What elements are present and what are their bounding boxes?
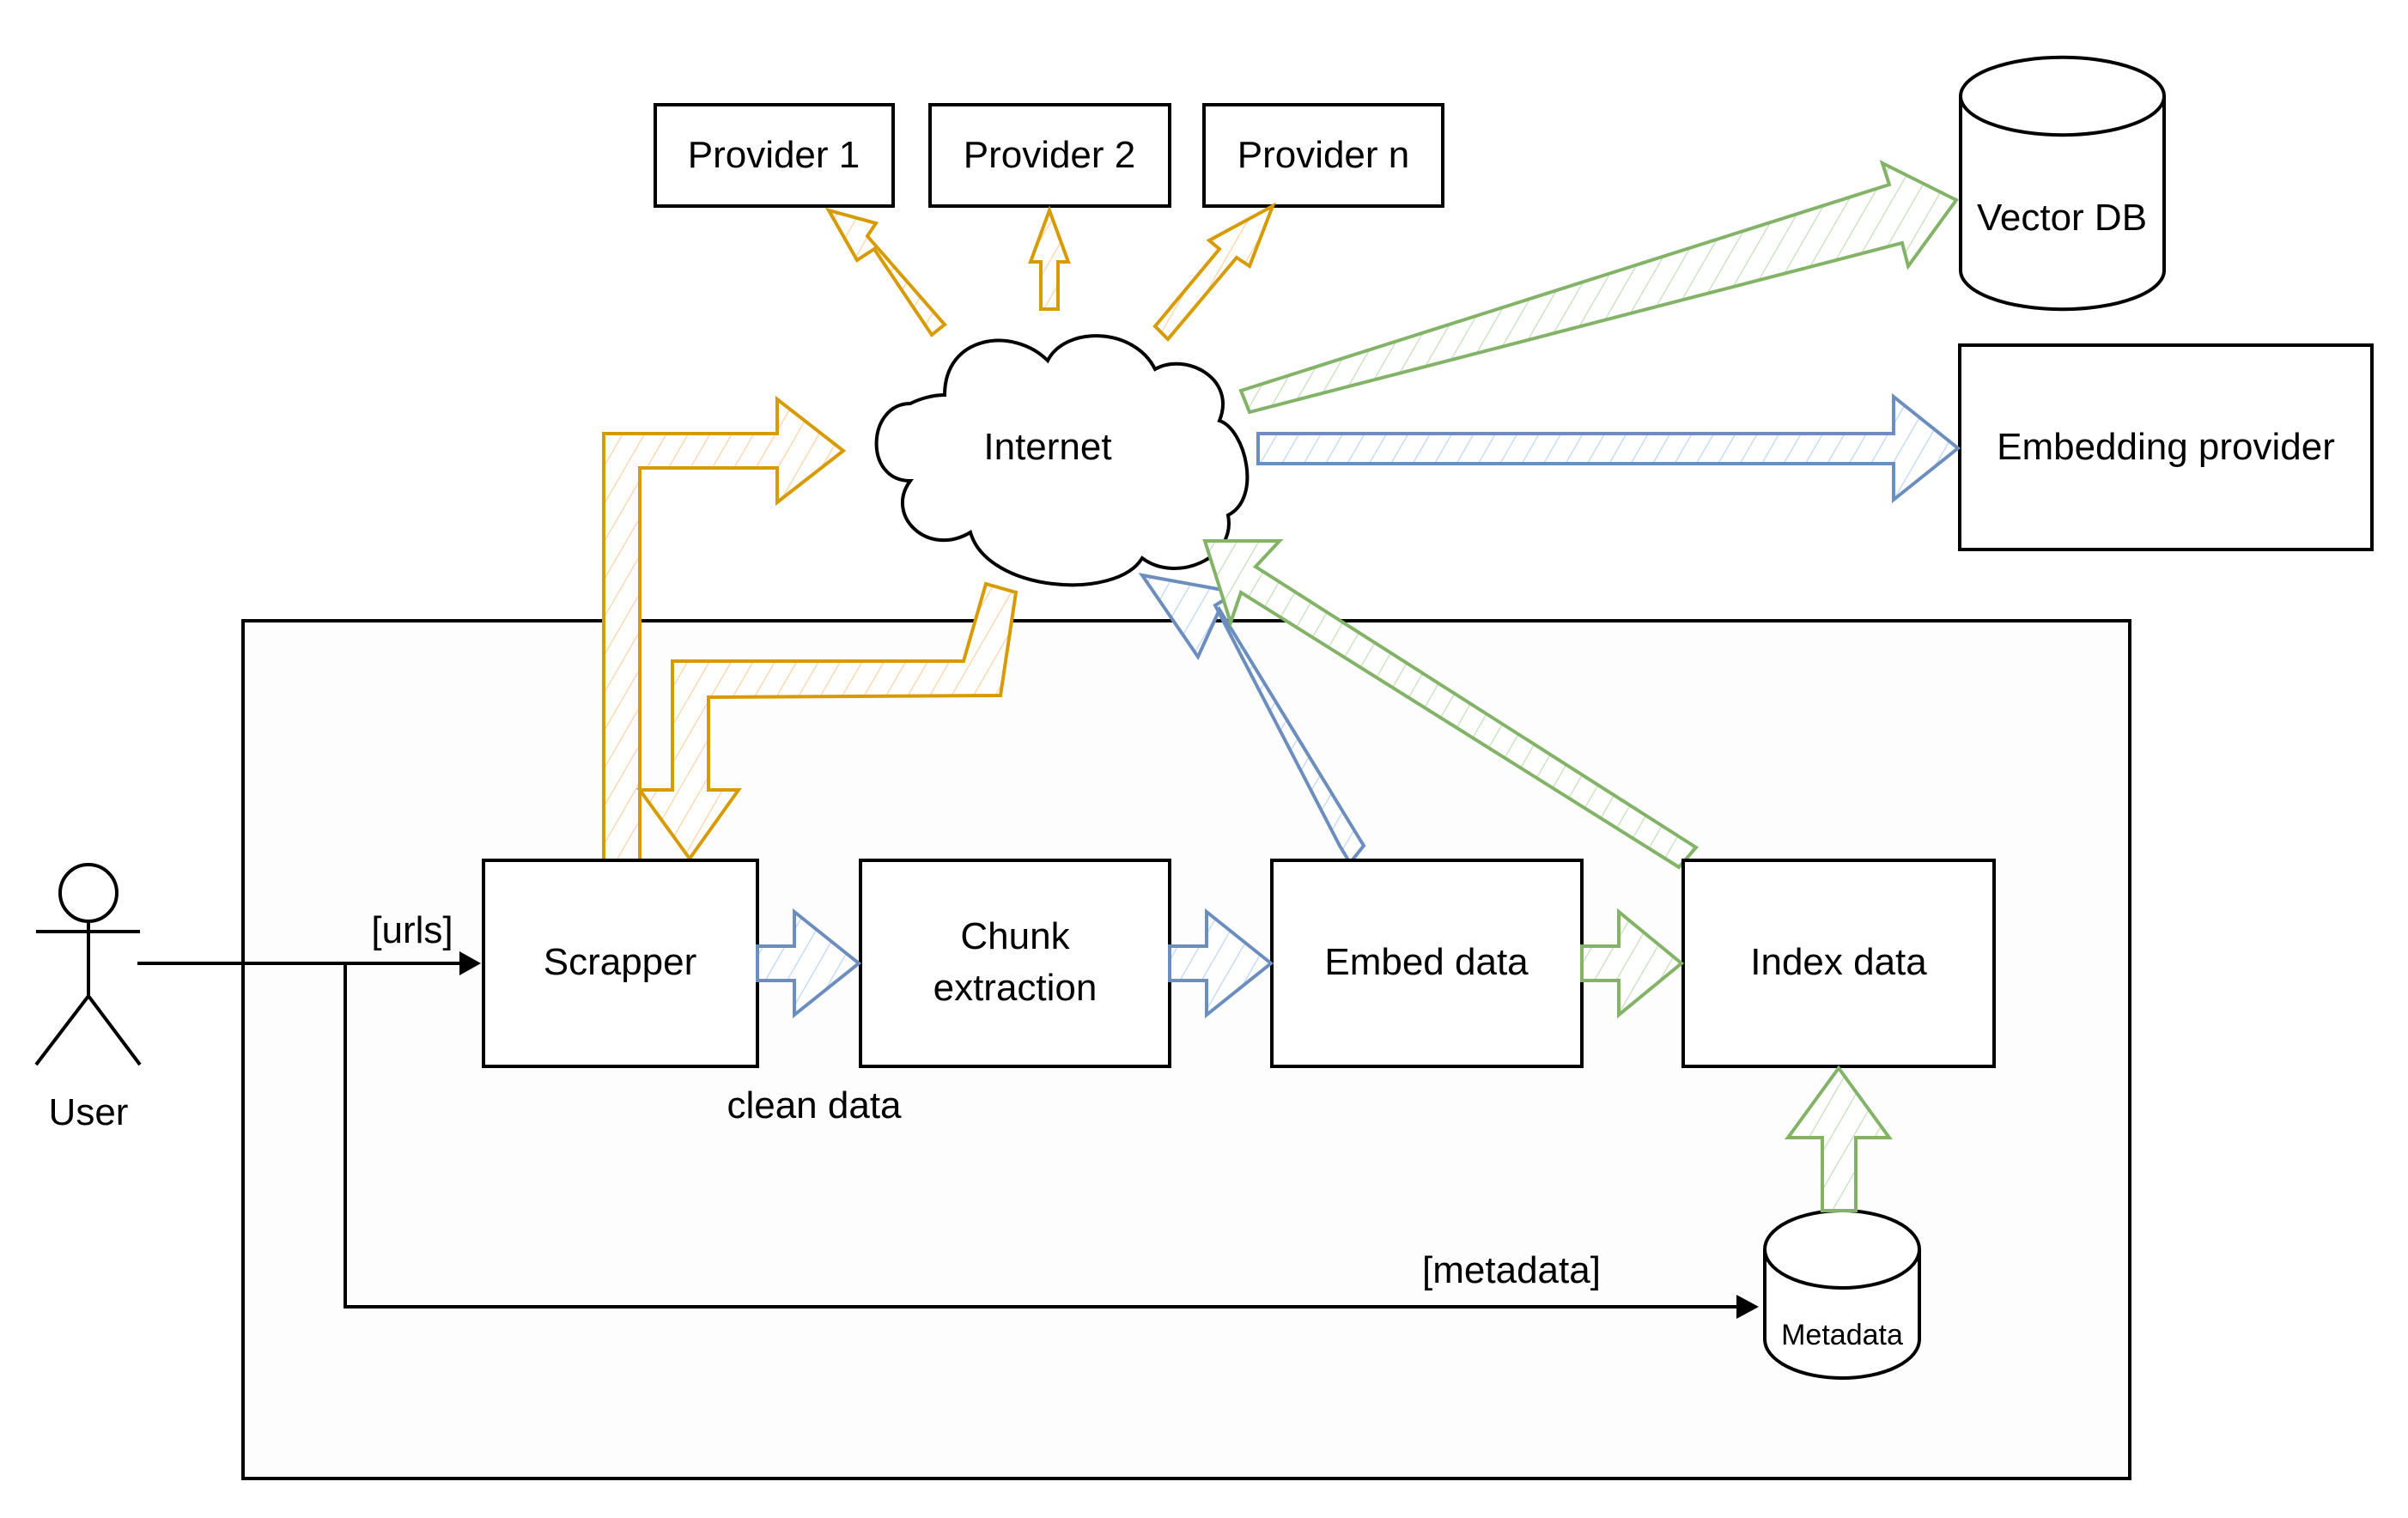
arrow-internet-to-provider-2 (1028, 205, 1071, 311)
arrow-internet-to-vector-db (1238, 160, 1960, 415)
arrow-scrapper-to-internet (602, 395, 847, 862)
internet-cloud-node[interactable]: Internet (874, 334, 1250, 587)
arrow-internet-to-provider-n (1152, 202, 1276, 342)
index-data-label: Index data (1750, 941, 1927, 983)
edge-user-to-metadata (344, 963, 1754, 1309)
index-data-node[interactable]: Index data (1681, 859, 1996, 1068)
edge-label-metadata: [metadata] (1422, 1249, 1601, 1291)
scrapper-node[interactable]: Scrapper (482, 859, 759, 1068)
arrow-internet-to-embedding-provider (1256, 392, 1961, 504)
chunk-extraction-node[interactable]: Chunk extraction (859, 859, 1171, 1068)
embed-data-node[interactable]: Embed data (1270, 859, 1584, 1068)
user-head-icon (58, 863, 119, 923)
embedding-provider-label: Embedding provider (1997, 426, 2335, 468)
internet-label: Internet (983, 426, 1111, 468)
scrapper-label: Scrapper (544, 941, 697, 983)
arrowhead-scrapper (459, 951, 481, 975)
edge-label-clean-data: clean data (727, 1084, 902, 1126)
embedding-provider-node[interactable]: Embedding provider (1958, 343, 2374, 551)
provider-1-label: Provider 1 (688, 134, 860, 176)
arrow-scrapper-to-chunk (756, 908, 862, 1019)
metadata-store-node[interactable]: Metadata (1763, 1209, 1921, 1380)
provider-n-node[interactable]: Provider n (1202, 103, 1444, 208)
metadata-store-label: Metadata (1781, 1319, 1903, 1351)
vector-db-node[interactable]: Vector DB (1959, 55, 2166, 312)
provider-2-label: Provider 2 (964, 134, 1136, 176)
vector-db-label: Vector DB (1977, 197, 2147, 239)
arrow-index-data-to-internet (1202, 539, 1700, 870)
provider-2-node[interactable]: Provider 2 (928, 103, 1171, 208)
arrow-chunk-to-embed (1168, 908, 1274, 1019)
provider-n-label: Provider n (1237, 134, 1410, 176)
arrow-metadata-to-index (1785, 1065, 1893, 1212)
chunk-extraction-label-line2: extraction (933, 967, 1098, 1009)
arrow-internet-to-provider-1 (824, 207, 947, 337)
edge-label-urls: [urls] (371, 909, 453, 951)
embed-data-label: Embed data (1324, 941, 1529, 983)
chunk-extraction-label-line1: Chunk (960, 915, 1070, 957)
user-actor[interactable]: User (34, 863, 142, 1133)
arrow-embed-to-index (1580, 908, 1685, 1019)
provider-1-node[interactable]: Provider 1 (654, 103, 895, 208)
user-label: User (49, 1091, 129, 1133)
arrow-internet-to-scrapper (636, 581, 1019, 862)
arrowhead-metadata (1736, 1295, 1759, 1319)
